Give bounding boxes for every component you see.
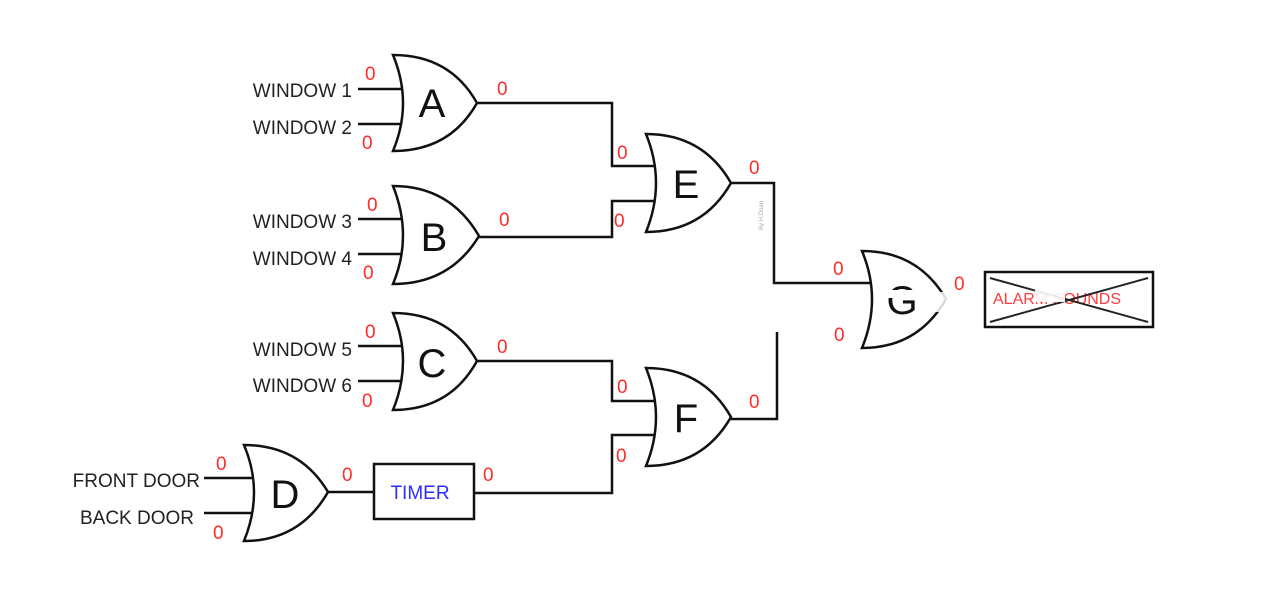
value-f-in2: 0 <box>616 446 627 467</box>
gate-f: F <box>644 366 733 468</box>
gate-b: B <box>391 184 481 286</box>
wire-timer-to-f <box>474 433 656 495</box>
value-e-in1: 0 <box>617 143 628 164</box>
value-d-out: 0 <box>342 465 353 486</box>
value-c-in1: 0 <box>365 322 376 343</box>
label-window5: WINDOW 5 <box>253 340 352 361</box>
value-g-in2: 0 <box>834 325 845 346</box>
label-front-door: FRONT DOOR <box>73 471 200 492</box>
timer-box <box>372 462 476 521</box>
value-e-out: 0 <box>749 158 760 179</box>
gate-e: E <box>644 132 733 234</box>
gate-a: A <box>391 53 479 153</box>
value-a-out: 0 <box>497 79 508 100</box>
wires <box>204 87 874 515</box>
gate-e-label: E <box>673 163 700 207</box>
value-b-in2: 0 <box>363 263 374 284</box>
value-e-in2: 0 <box>614 211 625 232</box>
alarm-box <box>983 270 1155 329</box>
gate-a-label: A <box>419 82 446 126</box>
label-window1: WINDOW 1 <box>253 81 352 102</box>
watermark: By H.Doan <box>759 201 765 230</box>
or-gate-c-body <box>391 311 479 412</box>
erased-area-g <box>930 292 970 312</box>
value-b-out: 0 <box>499 210 510 231</box>
value-g-out: 0 <box>954 274 965 295</box>
wire-e-to-g <box>729 181 874 285</box>
timer-label: TIMER <box>390 483 449 504</box>
timer-block: TIMER <box>372 462 476 521</box>
value-d-in1: 0 <box>216 454 227 475</box>
label-window3: WINDOW 3 <box>253 212 352 233</box>
wire-b-to-e <box>477 199 656 239</box>
gate-g: G <box>860 249 948 350</box>
label-back-door: BACK DOOR <box>80 508 194 529</box>
or-gate-f-body <box>644 366 733 468</box>
or-gate-g-body <box>860 249 948 350</box>
value-a-in1: 0 <box>365 64 376 85</box>
gate-f-label: F <box>674 397 698 441</box>
value-d-in2: 0 <box>213 523 224 544</box>
or-gate-d-body <box>242 443 330 543</box>
wire-f-to-g <box>729 332 779 421</box>
label-window2: WINDOW 2 <box>253 118 352 139</box>
gate-c: C <box>391 311 479 412</box>
gate-d-label: D <box>271 473 300 517</box>
label-window6: WINDOW 6 <box>253 376 352 397</box>
value-a-in2: 0 <box>362 133 373 154</box>
erased-area <box>770 301 870 317</box>
or-gate-b-body <box>391 184 481 286</box>
value-f-out: 0 <box>749 392 760 413</box>
gate-g-label: G <box>886 279 917 323</box>
value-c-in2: 0 <box>362 391 373 412</box>
alarm-block: ALARM SOUNDS <box>983 270 1155 329</box>
alarm-cross-line-2 <box>989 277 1149 323</box>
value-b-in1: 0 <box>367 195 378 216</box>
value-timer-out: 0 <box>483 465 494 486</box>
or-gate-a-body <box>391 53 479 153</box>
label-window4: WINDOW 4 <box>253 249 353 270</box>
value-c-out: 0 <box>497 337 508 358</box>
gate-d: D <box>242 443 330 543</box>
value-f-in1: 0 <box>617 377 628 398</box>
gate-c-label: C <box>418 342 447 386</box>
value-g-in1: 0 <box>833 259 844 280</box>
erased-area-g-top <box>880 290 925 298</box>
signal-values: 0 0 0 0 0 0 0 0 0 0 0 0 0 0 0 0 0 0 0 0 … <box>213 64 965 544</box>
wire-c-to-f <box>475 359 656 403</box>
alarm-erase <box>1035 288 1065 302</box>
or-gate-e-body <box>644 132 733 234</box>
input-labels: WINDOW 1 WINDOW 2 WINDOW 3 WINDOW 4 WIND… <box>73 81 353 529</box>
gate-b-label: B <box>421 216 448 260</box>
wire-a-to-e <box>475 101 656 168</box>
